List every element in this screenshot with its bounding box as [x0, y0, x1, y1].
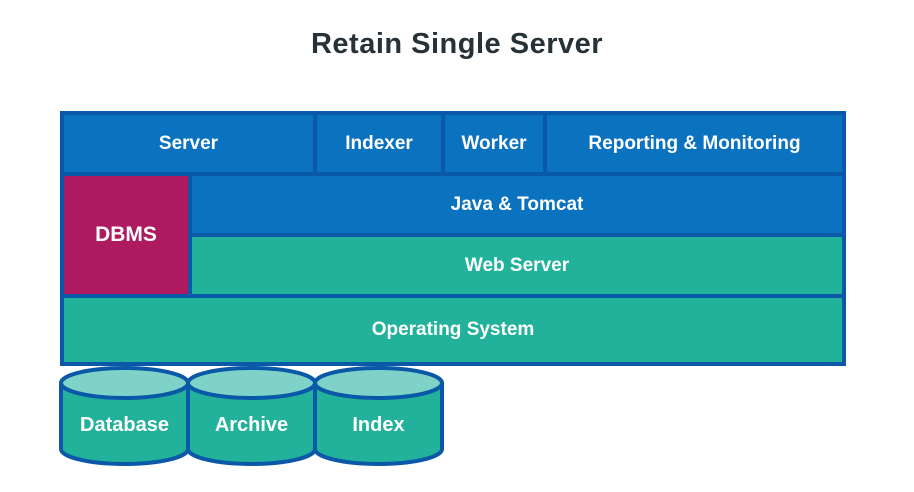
box-reporting-monitoring: Reporting & Monitoring [547, 115, 842, 172]
box-operating-system-label: Operating System [371, 319, 535, 340]
cylinder-database: Database [59, 366, 190, 470]
cylinder-index-label: Index [352, 413, 405, 436]
box-web-server-label: Web Server [464, 254, 570, 276]
cylinder-index: Index [313, 366, 444, 470]
server-stack: Server Indexer Worker Reporting & Monito… [60, 111, 846, 366]
box-server: Server [64, 115, 313, 172]
box-indexer: Indexer [317, 115, 441, 172]
box-indexer-label: Indexer [345, 132, 413, 154]
box-worker: Worker [445, 115, 543, 172]
box-operating-system: Operating System [64, 298, 842, 362]
box-reporting-monitoring-label: Reporting & Monitoring [588, 132, 801, 154]
box-worker-label: Worker [461, 132, 527, 154]
cylinder-archive: Archive [186, 366, 317, 470]
index-cylinder-icon [313, 366, 444, 466]
cylinder-database-label: Database [80, 413, 169, 436]
diagram-title: Retain Single Server [310, 28, 604, 60]
box-java-tomcat: Java & Tomcat [192, 176, 842, 233]
box-dbms-label: DBMS [95, 223, 157, 246]
box-server-label: Server [158, 132, 219, 154]
cylinder-archive-label: Archive [214, 413, 289, 436]
box-web-server: Web Server [192, 237, 842, 294]
box-java-tomcat-label: Java & Tomcat [450, 193, 584, 215]
box-dbms: DBMS [64, 176, 188, 294]
archive-cylinder-icon [186, 366, 317, 466]
database-cylinder-icon [59, 366, 190, 466]
